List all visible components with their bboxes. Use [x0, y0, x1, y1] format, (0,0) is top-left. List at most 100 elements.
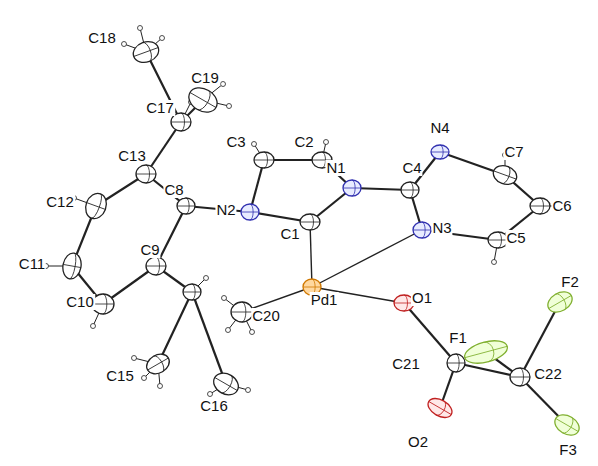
- ellipsoid-axis: [483, 340, 496, 361]
- ellipsoid-axis: [300, 222, 320, 223]
- ellipsoid-axis: [447, 363, 465, 364]
- ellipsoid-axis: [215, 378, 238, 391]
- atom-label: F2: [560, 274, 580, 290]
- ellipsoid-axis: [431, 152, 449, 153]
- ellipsoid-axis: [241, 212, 259, 213]
- ellipsoid-axis: [198, 90, 214, 112]
- hydrogen-atom: [138, 26, 143, 31]
- ellipsoid-axis: [181, 113, 185, 131]
- atom-label: C16: [199, 398, 229, 414]
- atom-label: F1: [448, 330, 468, 346]
- atom-label: C21: [391, 356, 421, 372]
- ellipsoid-axis: [401, 190, 419, 191]
- atom-ellipsoid: [146, 257, 166, 275]
- atom-ellipsoid: [413, 222, 431, 238]
- ellipsoid-axis: [510, 377, 530, 378]
- atom-label: C2: [293, 134, 314, 150]
- hydrogen-atom: [250, 330, 255, 335]
- ellipsoid-axis: [87, 203, 106, 210]
- ellipsoid-axis: [183, 292, 201, 293]
- atom-ellipsoid: [401, 182, 419, 198]
- atom-label: C4: [401, 160, 422, 176]
- bond-line: [312, 230, 422, 287]
- ellipsoid-axis: [556, 419, 579, 432]
- atom-label: C12: [45, 194, 75, 210]
- ellipsoid-axis: [343, 188, 361, 189]
- atom-ellipsoid: [254, 152, 274, 168]
- ellipsoid-axis: [413, 230, 431, 231]
- ellipsoid-axis: [242, 302, 246, 322]
- atom-label: C1: [279, 226, 300, 242]
- ellipsoid-axis: [264, 152, 268, 168]
- ellipsoid-axis: [540, 198, 544, 214]
- atom-label: N3: [431, 220, 452, 236]
- bond-line: [146, 52, 181, 122]
- bond-line: [158, 292, 192, 364]
- atom-label: C10: [65, 294, 95, 310]
- atom-label: O2: [407, 434, 429, 450]
- ellipsoid-axis: [429, 402, 452, 415]
- atom-ellipsoid: [544, 288, 576, 317]
- atom-label: C15: [105, 368, 135, 384]
- ellipsoid-axis: [556, 292, 569, 310]
- ellipsoid-axis: [494, 171, 517, 179]
- atom-label: C19: [190, 70, 220, 86]
- atom-ellipsoid: [241, 204, 259, 220]
- atom-ellipsoid: [130, 38, 161, 66]
- ellipsoid-axis: [440, 145, 443, 159]
- atom-ellipsoid: [61, 252, 83, 281]
- atom-ellipsoid: [462, 337, 510, 368]
- ellipsoid-axis: [498, 232, 502, 248]
- ellipsoid-axis: [143, 41, 154, 61]
- ellipsoid-axis: [456, 354, 459, 372]
- hydrogen-atom: [226, 328, 231, 333]
- atom-ellipsoid: [425, 395, 456, 422]
- atom-ellipsoid: [431, 145, 449, 159]
- atom-label: C13: [117, 148, 147, 164]
- atom-label: C3: [225, 134, 246, 150]
- atom-label: O1: [411, 290, 433, 306]
- ellipsoid-axis: [92, 194, 104, 220]
- ellipsoid-axis: [502, 167, 512, 185]
- atom-ellipsoid: [551, 411, 583, 440]
- atom-label: C7: [503, 144, 524, 160]
- atom-label: C9: [139, 242, 160, 258]
- atom-ellipsoid: [231, 302, 253, 322]
- atom-label: N1: [325, 160, 346, 176]
- ellipsoid-axis: [154, 354, 167, 372]
- ellipsoid-axis: [148, 358, 169, 370]
- hydrogen-atom: [204, 276, 209, 281]
- ellipsoid-axis: [549, 296, 572, 309]
- atom-ellipsoid: [530, 198, 550, 214]
- ellipsoid-axis: [520, 368, 524, 386]
- atom-ellipsoid: [300, 214, 320, 230]
- atom-label: C17: [145, 100, 175, 116]
- ellipsoid-axis: [70, 253, 78, 279]
- ellipsoid-axis: [231, 312, 253, 313]
- atom-ellipsoid: [343, 180, 361, 196]
- ellipsoid-axis: [63, 264, 81, 267]
- ellipsoid-axis: [146, 165, 150, 183]
- atom-label: C11: [18, 256, 46, 272]
- bond-line: [310, 222, 312, 287]
- hydrogen-atom: [492, 260, 497, 265]
- ellipsoid-axis: [436, 401, 448, 417]
- ellipsoid-axis: [146, 266, 166, 267]
- ellipsoid-axis: [177, 206, 195, 207]
- hydrogen-atom: [221, 82, 226, 87]
- hydrogen-atom: [252, 142, 257, 147]
- ellipsoid-axis: [352, 180, 355, 196]
- atom-ellipsoid: [210, 369, 243, 399]
- ellipsoid-axis: [192, 284, 195, 300]
- hydrogen-atom: [222, 296, 227, 301]
- atom-label: C6: [551, 198, 572, 214]
- ellipsoid-axis: [171, 122, 191, 123]
- atom-label: N2: [215, 202, 236, 218]
- ellipsoid-axis: [465, 346, 508, 357]
- ellipsoid-axis: [563, 417, 576, 435]
- atom-ellipsoid: [510, 368, 530, 386]
- hydrogen-atom: [91, 324, 96, 329]
- ellipsoid-axis: [221, 375, 235, 395]
- atom-label: F3: [558, 442, 578, 458]
